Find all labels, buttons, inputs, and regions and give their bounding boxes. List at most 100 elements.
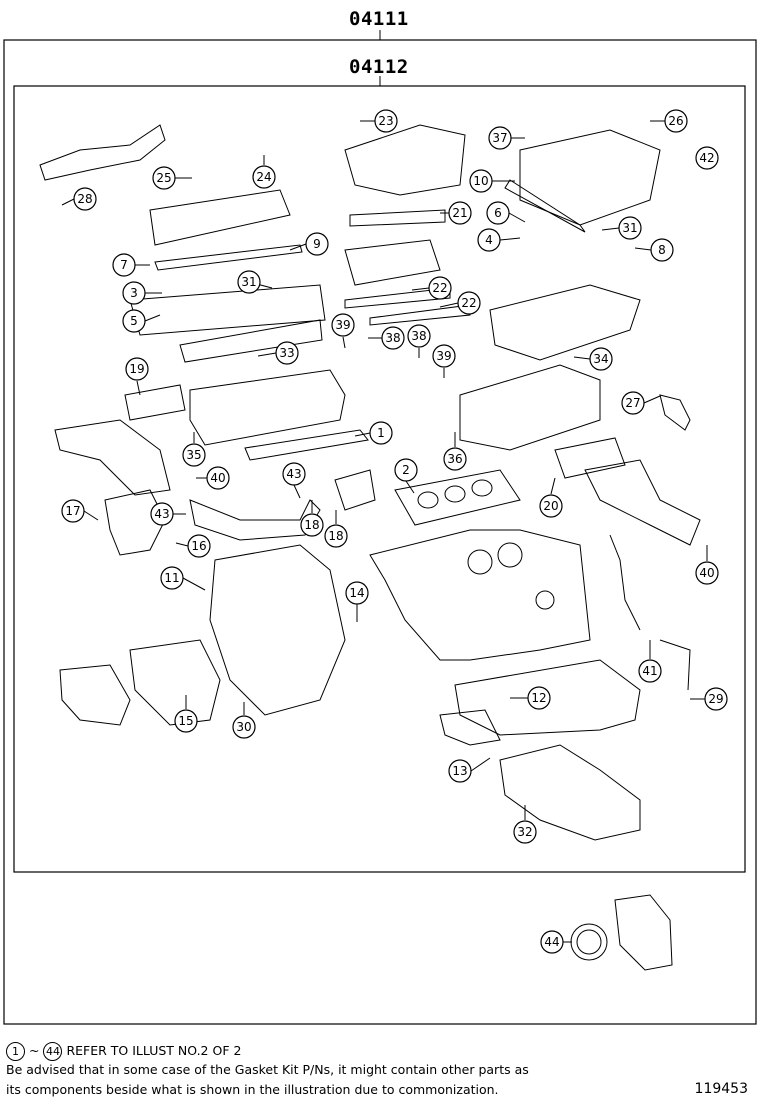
callout-31b: 31	[237, 270, 273, 294]
part-sketches	[39, 124, 701, 971]
svg-text:9: 9	[313, 237, 321, 251]
svg-text:26: 26	[668, 114, 683, 128]
callout-36: 36	[443, 432, 467, 471]
svg-text:34: 34	[593, 352, 608, 366]
inner-frame	[13, 85, 746, 873]
callout-23: 23	[360, 109, 398, 133]
svg-text:8: 8	[658, 243, 666, 257]
svg-text:38: 38	[385, 331, 400, 345]
callout-40b: 40	[695, 545, 719, 585]
note-line-2: its components beside what is shown in t…	[6, 1082, 499, 1097]
callout-34: 34	[573, 347, 613, 371]
svg-text:11: 11	[164, 571, 179, 585]
callout-9: 9	[289, 232, 329, 256]
callout-22b: 22	[439, 291, 481, 315]
svg-text:28: 28	[77, 192, 92, 206]
svg-text:32: 32	[517, 825, 532, 839]
callout-29: 29	[690, 687, 728, 711]
callout-39a: 39	[331, 313, 355, 349]
svg-text:37: 37	[492, 131, 507, 145]
callout-7: 7	[112, 253, 150, 277]
svg-text:4: 4	[485, 233, 493, 247]
svg-text:3: 3	[130, 286, 138, 300]
range-start-badge: 1	[6, 1042, 25, 1061]
callout-16: 16	[175, 534, 211, 558]
svg-text:24: 24	[256, 170, 271, 184]
callout-41: 41	[638, 640, 662, 683]
callout-1: 1	[354, 421, 393, 445]
callout-22a: 22	[411, 276, 452, 300]
callout-6: 6	[486, 201, 526, 225]
svg-text:30: 30	[236, 720, 251, 734]
svg-text:16: 16	[191, 539, 206, 553]
callout-31a: 31	[601, 216, 642, 240]
callout-28: 28	[61, 187, 97, 211]
svg-text:40: 40	[210, 471, 225, 485]
callout-35: 35	[182, 432, 206, 467]
svg-text:39: 39	[436, 349, 451, 363]
svg-text:29: 29	[708, 692, 723, 706]
svg-text:43: 43	[286, 467, 301, 481]
callout-18b: 18	[324, 510, 348, 548]
svg-text:40: 40	[699, 566, 714, 580]
svg-text:21: 21	[452, 206, 467, 220]
svg-text:14: 14	[349, 586, 364, 600]
svg-text:43: 43	[154, 507, 169, 521]
callout-26: 26	[650, 109, 688, 133]
callout-19: 19	[125, 357, 149, 396]
svg-text:42: 42	[699, 151, 714, 165]
callout-38a: 38	[368, 326, 405, 350]
callout-14: 14	[345, 581, 369, 622]
svg-text:35: 35	[186, 448, 201, 462]
svg-text:27: 27	[625, 396, 640, 410]
svg-text:6: 6	[494, 206, 502, 220]
callout-5: 5	[122, 309, 161, 333]
svg-text:20: 20	[543, 499, 558, 513]
svg-text:12: 12	[531, 691, 546, 705]
callout-11: 11	[160, 566, 206, 591]
svg-text:22: 22	[432, 281, 447, 295]
callout-15: 15	[174, 695, 198, 733]
outer-frame	[3, 39, 757, 1025]
svg-text:19: 19	[129, 362, 144, 376]
callout-44: 44	[540, 930, 572, 954]
svg-text:13: 13	[452, 764, 467, 778]
svg-text:5: 5	[130, 314, 138, 328]
callout-38b: 38	[407, 324, 431, 358]
refer-line: 1 ~ 44 REFER TO ILLUST NO.2 OF 2	[6, 1042, 241, 1061]
callout-37: 37	[488, 126, 525, 150]
svg-text:31: 31	[622, 221, 637, 235]
callout-17: 17	[61, 499, 99, 523]
callout-43a: 43	[282, 462, 306, 499]
callout-33: 33	[257, 341, 299, 365]
svg-text:22: 22	[461, 296, 476, 310]
svg-text:33: 33	[279, 346, 294, 360]
range-end-badge: 44	[43, 1042, 63, 1061]
svg-text:44: 44	[544, 935, 559, 949]
inner-part-number: 04112	[349, 56, 409, 78]
range-separator: ~	[28, 1043, 40, 1058]
callout-4: 4	[477, 228, 521, 252]
callout-18a: 18	[300, 500, 324, 537]
svg-text:25: 25	[156, 171, 171, 185]
svg-text:1: 1	[377, 426, 385, 440]
callout-3: 3	[122, 281, 162, 305]
svg-text:41: 41	[642, 664, 657, 678]
callout-24: 24	[252, 155, 276, 189]
svg-text:31: 31	[241, 275, 256, 289]
svg-text:38: 38	[411, 329, 426, 343]
callout-25: 25	[152, 166, 192, 190]
callout-13: 13	[448, 757, 491, 783]
callout-12: 12	[510, 686, 551, 710]
svg-text:23: 23	[378, 114, 393, 128]
svg-text:7: 7	[120, 258, 128, 272]
svg-text:17: 17	[65, 504, 80, 518]
callout-20: 20	[539, 477, 563, 518]
callout-42: 42	[695, 146, 719, 170]
callout-32: 32	[513, 805, 537, 844]
svg-text:18: 18	[328, 529, 343, 543]
refer-text: REFER TO ILLUST NO.2 OF 2	[66, 1043, 242, 1058]
callout-39b: 39	[432, 344, 456, 378]
svg-text:36: 36	[447, 452, 462, 466]
